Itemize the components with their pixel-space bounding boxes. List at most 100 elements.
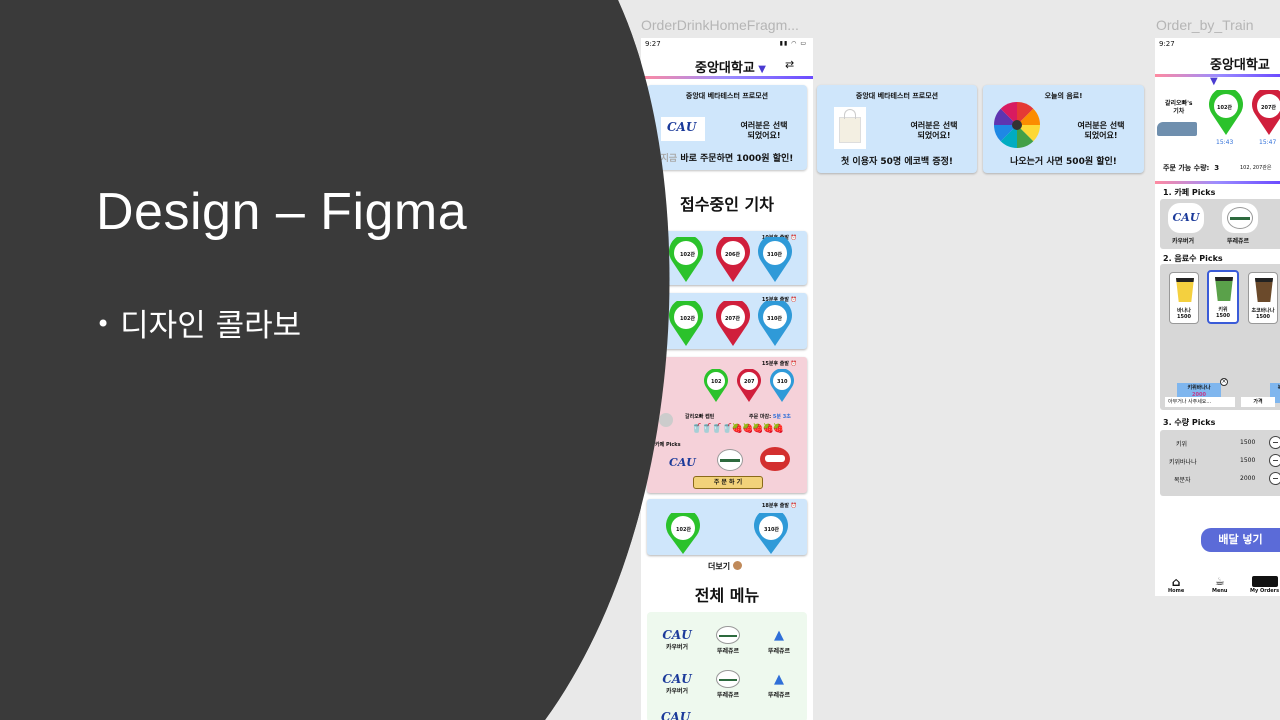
train-leave-time: 18분후 출발 ⏰: [761, 503, 797, 509]
price-button[interactable]: 가격: [1241, 397, 1275, 407]
qty-row-name: 키위: [1176, 441, 1188, 448]
more-link[interactable]: 더보기: [708, 561, 742, 572]
train-leave-time: 15분후 출발 ⏰: [761, 361, 797, 367]
train-card[interactable]: 10분후 출발 ⏰ 102관 206관 310관: [647, 231, 807, 285]
pin-label: 102: [711, 379, 722, 385]
cafe-option-label: 카우버거: [1172, 238, 1195, 245]
menu-heading: 전체 메뉴: [694, 586, 760, 605]
touslesjours-logo: [716, 626, 740, 644]
roulette-wheel-icon: [993, 101, 1041, 149]
pin-label: 206관: [725, 252, 741, 258]
qty-row-price: 1500: [1240, 439, 1256, 446]
promo-card-1[interactable]: 중앙대 베타테스터 프로모션 CAU 여러분은 선택 되었어요! 지금 바로 주…: [647, 85, 807, 170]
pin-group: [669, 301, 792, 346]
promo-card-title: 중앙대 베타테스터 프로모션: [855, 92, 939, 100]
cafe-option[interactable]: CAU: [1168, 203, 1204, 233]
pin-label: 310관: [767, 316, 783, 322]
app-title[interactable]: 중앙대학교 ▼: [1210, 58, 1270, 87]
pin-group: [1209, 90, 1280, 135]
pin-label: 102관: [680, 316, 696, 322]
arrival-time: 15:47: [1259, 139, 1277, 146]
cafe-owner-label: 갈리오빠 켑틴: [685, 414, 715, 420]
cup-row: 🥤🥤🥤🥤🍓🍓🍓🍓🍓: [691, 424, 784, 434]
ecobag-icon: [834, 107, 866, 149]
nav-menu[interactable]: ☕Menu: [1212, 575, 1228, 595]
switch-icon[interactable]: ⇄: [785, 58, 795, 71]
selected-drink-tag[interactable]: 복: [1270, 383, 1280, 403]
cau-logo[interactable]: CAU: [669, 456, 696, 469]
status-time: 9:27: [1159, 40, 1175, 48]
promo-card-message: 여러분은 선택 되었어요!: [740, 121, 788, 140]
train-card[interactable]: 18분후 출발 ⏰ 102관 310관: [647, 499, 807, 555]
pin-label: 102관: [1217, 105, 1233, 111]
remove-tag-icon[interactable]: ×: [1220, 378, 1228, 386]
status-time: 9:27: [645, 40, 661, 48]
qty-row-price: 2000: [1240, 475, 1256, 482]
pin-group: [666, 513, 788, 554]
qty-row-name: 복분자: [1174, 477, 1191, 484]
touslesjours-logo: [716, 670, 740, 688]
pin-group: [704, 369, 794, 402]
pin-label: 102관: [680, 252, 696, 258]
cafe-picks-heading: 1. 카페 Picks: [1163, 188, 1216, 197]
qty-picks-box: 키위 1500 키위바나나 1500 복분자 2000: [1160, 430, 1280, 496]
app-title[interactable]: 중앙대학교 ▼: [695, 61, 766, 76]
order-button[interactable]: 주 문 하 기: [693, 476, 763, 489]
available-qty: 주문 가능 수량: 3: [1163, 164, 1220, 172]
pin-icon: [754, 513, 788, 554]
touslesjours-logo[interactable]: [717, 449, 743, 471]
menu-item[interactable]: ▲뚜레쥬르: [754, 626, 804, 655]
promo-card-2[interactable]: 중앙대 베타테스터 프로모션 여러분은 선택 되었어요! 첫 이용자 50명 에…: [817, 85, 977, 173]
cafe-option[interactable]: [1222, 203, 1258, 233]
cup-icon: [1176, 278, 1194, 302]
cafe-picks-label: 카페 Picks: [655, 442, 681, 448]
nav-my-orders[interactable]: My Orders: [1250, 576, 1279, 594]
menu-item[interactable]: 뚜레쥬르: [703, 670, 753, 699]
menu-item[interactable]: 뚜레쥬르: [703, 626, 753, 655]
cup-icon: [1255, 278, 1273, 302]
cau-logo: CAU: [661, 710, 691, 720]
menu-item[interactable]: ▲뚜레쥬르: [754, 670, 804, 699]
home-icon: ⌂: [1171, 575, 1181, 589]
slide-bullet-overlay: •디자인 콜라보: [96, 308, 302, 344]
cup-icon: ☕: [1214, 575, 1225, 588]
pin-icon: [716, 237, 750, 282]
request-input[interactable]: 아무거나 사주세요...: [1165, 397, 1235, 407]
minus-button[interactable]: [1269, 436, 1280, 449]
minus-button[interactable]: [1269, 472, 1280, 485]
slide-title-overlay: Design – Figma: [96, 183, 468, 241]
deliver-button[interactable]: 배달 넣기: [1201, 528, 1280, 552]
juicy-logo[interactable]: [760, 447, 790, 471]
minus-button[interactable]: [1269, 454, 1280, 467]
train-card[interactable]: 15분후 출발 ⏰ 102관 207관 310관: [647, 293, 807, 349]
train-card-expanded[interactable]: 15분후 출발 ⏰ 102 207 310 갈리오빠 켑틴 주문 마감: 5분 …: [647, 357, 807, 493]
cafe-option-label: 뚜레쥬르: [1227, 238, 1250, 245]
promo-card-title: 중앙대 베타테스터 프로모션: [685, 92, 769, 100]
header-divider: [641, 76, 813, 79]
pin-group: [669, 237, 792, 282]
available-where: 102, 207관은: [1240, 165, 1272, 171]
alarm-icon: ⏰: [790, 503, 797, 509]
pin-icon: [737, 369, 761, 402]
drink-picks-heading: 2. 음료수 Picks: [1163, 254, 1223, 263]
touslesjours-logo: [1227, 207, 1253, 229]
order-deadline: 주문 마감: 5분 3초: [749, 414, 791, 420]
cafe-picks-box: CAU 카우버거 뚜레쥬르: [1160, 199, 1280, 249]
nav-home[interactable]: ⌂Home: [1168, 575, 1185, 594]
pin-icon: [666, 513, 700, 554]
frame-label-order: Order_by_Train: [1156, 17, 1254, 33]
promo-card-3[interactable]: 오늘의 음료! 여러분은 선택 되었어요! 나오는거 사면 500원 할인!: [983, 85, 1144, 173]
pin-label: 310관: [764, 527, 780, 533]
pin-icon: [704, 369, 728, 402]
truck-icon: [1251, 576, 1278, 587]
pin-icon: [758, 237, 792, 282]
frame-label-home: OrderDrinkHomeFragm...: [641, 17, 799, 33]
drop-logo-icon: ▲: [774, 672, 784, 687]
arrival-time: 15:43: [1216, 139, 1234, 146]
